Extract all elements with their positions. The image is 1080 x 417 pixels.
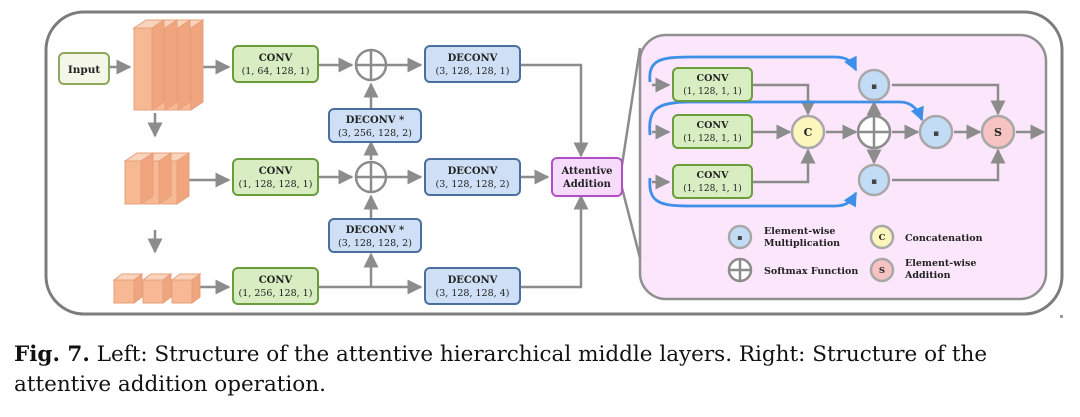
legend-multiplication-line1: Element-wise [764,226,835,237]
conv-block-1: CONV (1, 64, 128, 1) [232,45,319,83]
deconv-block-2: DECONV (3, 128, 128, 2) [424,158,521,196]
attentive-addition-line1: Attentive [560,166,612,177]
legend-addition-line1: Element-wise [905,258,976,269]
conv-title: CONV [697,73,730,84]
conv-block-3: CONV (1, 256, 128, 1) [232,267,319,305]
deconv-params: (3, 128, 128, 1) [436,66,510,77]
conv-params: (1, 64, 128, 1) [242,66,310,77]
attentive-addition-line2: Addition [562,179,612,190]
legend-addition-line2: Addition [904,270,951,281]
feature-map-stack-3 [112,273,202,304]
feature-map-stack-2 [123,152,191,205]
softmax-node [856,114,892,150]
conv-title: CONV [259,166,293,177]
legend: ▪ Element-wise Multiplication C Concaten… [727,224,983,283]
deconv-title: DECONV [448,53,498,64]
page-mark [1060,315,1063,318]
multiply-symbol: ▪ [933,129,939,139]
input-box [58,52,110,85]
deconv-star-block-1: DECONV * (3, 256, 128, 2) [328,108,422,143]
caption-text: Left: Structure of the attentive hierarc… [14,342,988,397]
deconv-params: (3, 128, 128, 2) [338,238,412,249]
multiply-node-middle: ▪ [918,114,954,150]
deconv-title: DECONV [448,166,498,177]
conv-params: (1, 256, 128, 1) [239,288,313,299]
conv-params: (1, 128, 1, 1) [683,133,742,144]
addition-symbol: S [879,266,885,276]
attention-conv-block-3: CONV (1, 128, 1, 1) [672,164,753,199]
concat-symbol: C [804,126,813,139]
multiply-symbol: ▪ [737,233,742,242]
zoom-line-bottom [620,187,642,259]
caption-label: Fig. 7. [14,342,90,367]
addition-node: S [980,114,1016,150]
conv-params: (1, 128, 128, 1) [239,179,313,190]
deconv-block-3: DECONV (3, 128, 128, 4) [424,267,521,305]
addition-symbol: S [994,126,1002,139]
deconv-block-1: DECONV (3, 128, 128, 1) [424,45,521,83]
deconv-params: (3, 128, 128, 4) [436,288,510,299]
conv-params: (1, 128, 1, 1) [683,183,742,194]
legend-concat-swatch [869,224,895,250]
legend-softmax-swatch [727,257,753,283]
concat-symbol: C [879,233,886,243]
deconv-params: (3, 128, 128, 2) [436,179,510,190]
input-label: Input [68,64,101,76]
sum-node-top [354,48,388,82]
legend-concatenation: Concatenation [905,233,983,244]
deconv-star-block-2: DECONV * (3, 128, 128, 2) [328,218,422,253]
figure-caption: Fig. 7. Left: Structure of the attentive… [14,340,1070,400]
conv-title: CONV [259,275,293,286]
conv-params: (1, 128, 1, 1) [683,86,742,97]
deconv-title: DECONV * [346,115,405,126]
conv-title: CONV [697,170,730,181]
multiply-symbol: ▪ [871,177,877,187]
attention-conv-block-2: CONV (1, 128, 1, 1) [672,114,753,149]
sum-node-middle [354,160,388,194]
conv-block-2: CONV (1, 128, 128, 1) [232,158,319,196]
attentive-addition-box: Attentive Addition [551,157,623,197]
deconv-title: DECONV [448,275,498,286]
legend-softmax: Softmax Function [764,266,858,277]
diagram: Input CONV (1, 64, 128, 1) CONV (1, 128,… [44,10,1064,316]
legend-addition-swatch [869,257,895,283]
conv-title: CONV [259,53,293,64]
multiply-node-top: ▪ [857,68,891,102]
deconv-params: (3, 256, 128, 2) [338,128,412,139]
deconv-title: DECONV * [346,225,405,236]
legend-multiply-swatch [727,224,753,250]
concat-node: C [790,114,826,150]
feature-map-stack-1 [132,19,205,111]
multiply-symbol: ▪ [871,82,877,92]
attention-conv-block-1: CONV (1, 128, 1, 1) [672,67,753,102]
multiply-node-bottom: ▪ [857,163,891,197]
legend-multiplication-line2: Multiplication [764,238,840,249]
zoom-line-top [620,47,642,166]
conv-title: CONV [697,120,730,131]
